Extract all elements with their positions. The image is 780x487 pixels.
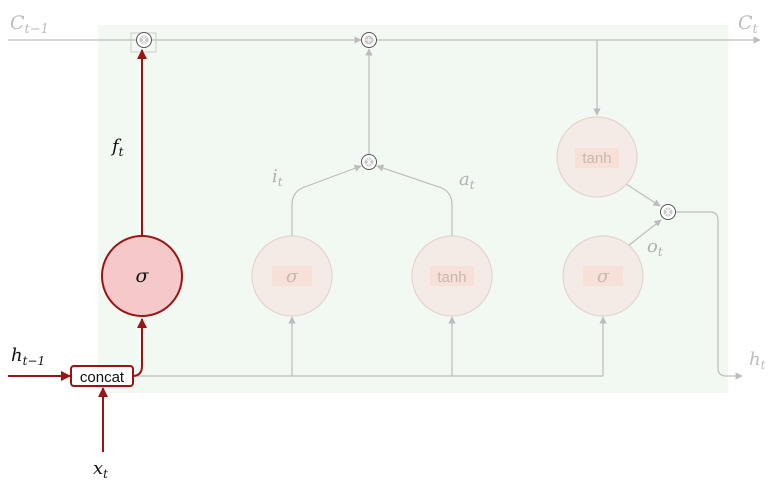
cell-tanh-label: tanh: [582, 150, 611, 167]
forget-multiply-operator: [130, 32, 157, 53]
cell-tanh: tanh: [556, 116, 638, 198]
h-next-base: h: [749, 349, 761, 370]
o-t-label: ot: [647, 236, 663, 259]
concat-label: concat: [80, 369, 125, 386]
tanh-to-out-mult: [625, 183, 661, 207]
input-multiply-operator: [361, 154, 377, 170]
o-t-sub: t: [658, 245, 663, 259]
cell-panel: [98, 25, 728, 393]
i-t-base: i: [272, 166, 278, 187]
c-prev-label: Ct−1: [10, 12, 49, 37]
o-t-base: o: [647, 236, 658, 257]
input-gate-symbol: σ: [286, 266, 299, 287]
f-t-sub: t: [119, 145, 124, 159]
c-prev-sub: t−1: [25, 22, 49, 37]
c-next-sub: t: [753, 22, 759, 37]
output-multiply-operator: [660, 204, 676, 220]
candidate-gate-label: tanh: [437, 269, 466, 286]
c-next-label: Ct: [738, 12, 759, 37]
input-gate: σ: [251, 235, 333, 317]
faded-connections: [8, 36, 761, 380]
c-next-base: C: [738, 12, 753, 34]
a-t-base: a: [459, 169, 470, 190]
h-prev-sub: t−1: [23, 354, 46, 368]
i-t-sub: t: [278, 175, 283, 189]
h-prev-label: ht−1: [11, 345, 45, 368]
x-in-base: x: [93, 458, 103, 479]
output-gate: σ: [562, 235, 644, 317]
add-operator: [361, 32, 377, 48]
forget-gate-symbol: σ: [136, 265, 150, 287]
h-prev-base: h: [11, 345, 23, 366]
c-prev-base: C: [10, 12, 25, 34]
input-gate-path: [291, 164, 362, 237]
x-in-label: xt: [93, 458, 108, 481]
a-t-label: at: [459, 169, 475, 192]
h-next-label: ht: [749, 349, 766, 372]
x-in-sub: t: [103, 467, 108, 481]
forget-gate: σ: [101, 235, 183, 317]
candidate-path: [376, 164, 453, 237]
candidate-gate: tanh: [411, 235, 493, 317]
output-gate-symbol: σ: [597, 266, 610, 287]
h-next-sub: t: [761, 358, 766, 372]
a-t-sub: t: [470, 178, 475, 192]
hidden-output-path: [676, 211, 743, 380]
i-t-label: it: [272, 166, 283, 189]
concat-box: concat: [70, 365, 134, 387]
output-gate-to-mult: [627, 219, 662, 247]
